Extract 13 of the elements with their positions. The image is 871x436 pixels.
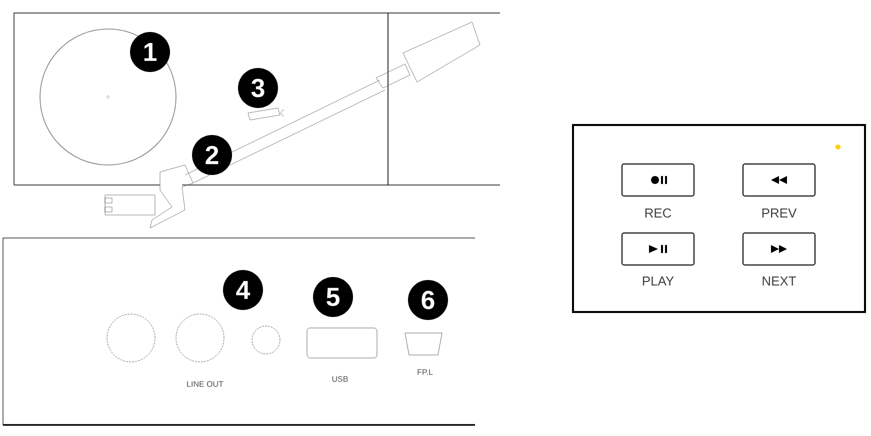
- callout-number: 4: [223, 270, 263, 310]
- button-label: REC: [645, 208, 672, 218]
- callout-number: 6: [408, 280, 448, 320]
- button-label: PLAY: [642, 276, 674, 286]
- callout-number: 3: [238, 68, 278, 108]
- port-label: USB: [332, 376, 348, 382]
- callout-number: 1: [130, 32, 170, 72]
- callout-number: 2: [192, 135, 232, 175]
- button-label: PREV: [762, 208, 797, 218]
- port-label: LINE OUT: [187, 381, 224, 387]
- callout-number: 5: [313, 276, 353, 317]
- port-label: FP.L: [418, 369, 433, 375]
- button-label: NEXT: [762, 276, 796, 286]
